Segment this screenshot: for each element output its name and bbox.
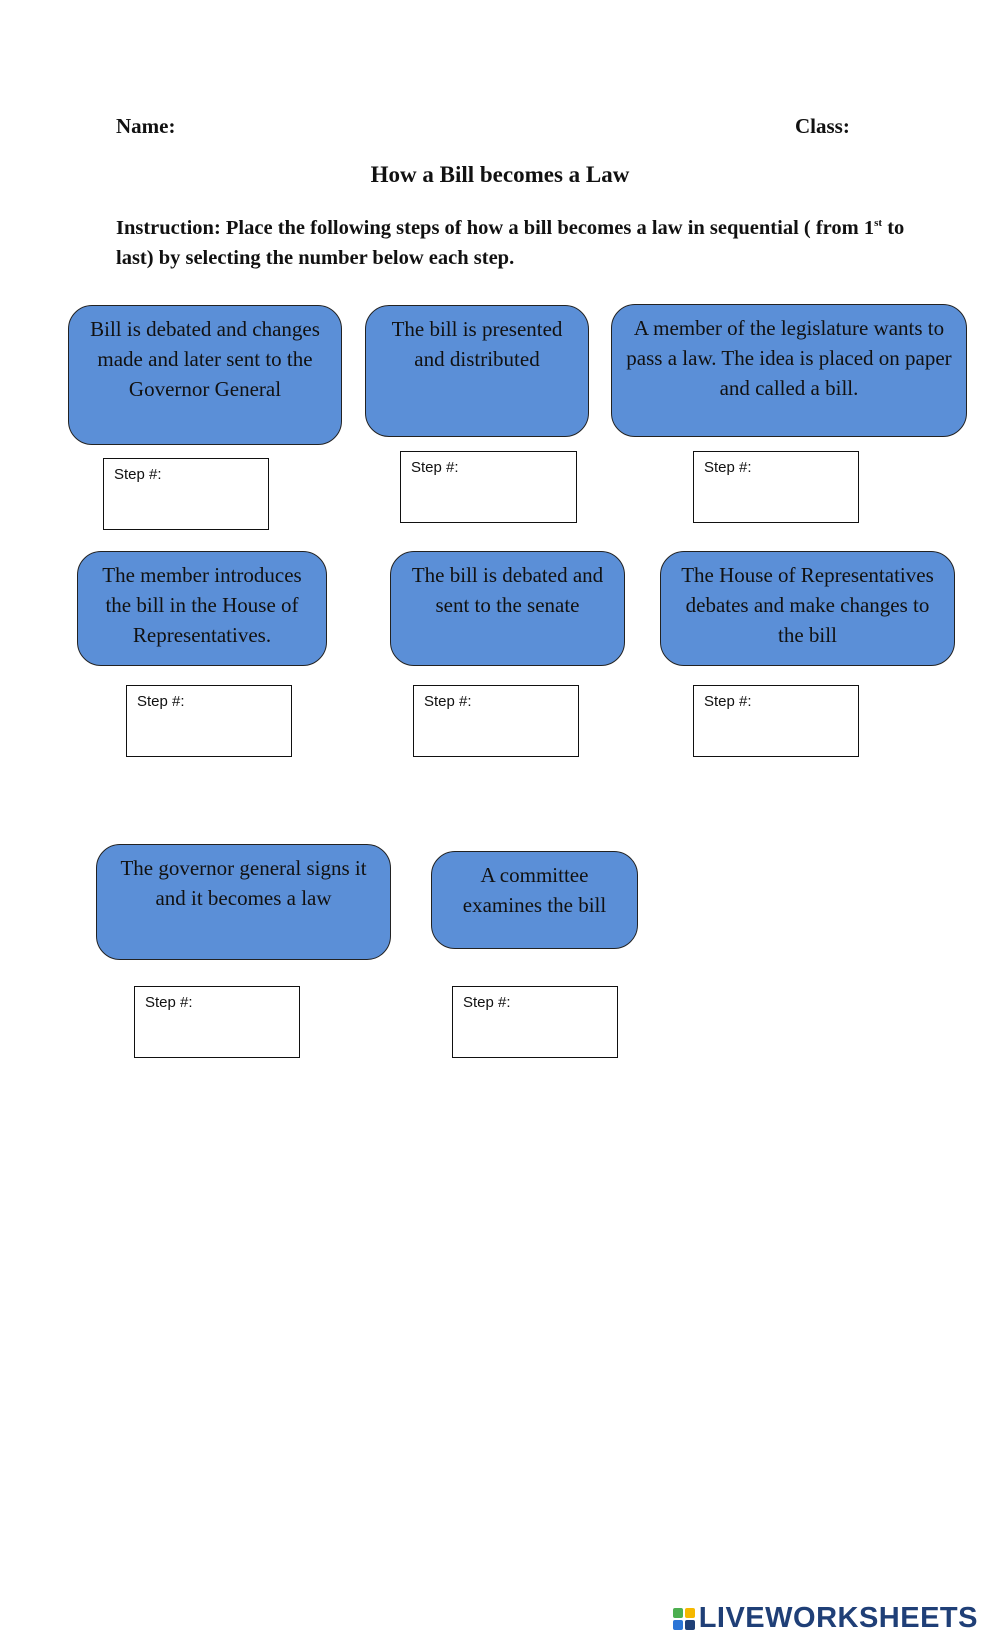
step-number-box[interactable]: Step #:: [413, 685, 579, 757]
step-card: A committee examines the bill: [431, 851, 638, 949]
step-number-box[interactable]: Step #:: [126, 685, 292, 757]
name-label: Name:: [116, 114, 176, 138]
instruction-text: Instruction: Place the following steps o…: [116, 217, 905, 269]
step-number-box[interactable]: Step #:: [452, 986, 618, 1058]
step-label: Step #:: [704, 693, 752, 710]
step-number-box[interactable]: Step #:: [693, 451, 859, 523]
logo-text: LIVEWORKSHEETS: [698, 1602, 978, 1634]
step-card: The member introduces the bill in the Ho…: [77, 551, 327, 666]
step-card: The governor general signs it and it bec…: [96, 844, 391, 960]
step-card: The bill is debated and sent to the sena…: [390, 551, 625, 666]
step-label: Step #:: [424, 693, 472, 710]
step-card: The House of Representatives debates and…: [660, 551, 955, 666]
page-title: How a Bill becomes a Law: [370, 162, 630, 187]
step-label: Step #:: [411, 459, 459, 476]
step-label: Step #:: [137, 693, 185, 710]
step-number-box[interactable]: Step #:: [134, 986, 300, 1058]
logo-mark-icon: [672, 1607, 695, 1630]
step-label: Step #:: [704, 459, 752, 476]
step-number-box[interactable]: Step #:: [693, 685, 859, 757]
step-label: Step #:: [145, 994, 193, 1011]
class-label: Class:: [795, 114, 850, 138]
liveworksheets-logo: LIVEWORKSHEETS: [672, 1602, 978, 1635]
step-card: Bill is debated and changes made and lat…: [68, 305, 342, 445]
step-label: Step #:: [463, 994, 511, 1011]
step-number-box[interactable]: Step #:: [400, 451, 577, 523]
step-label: Step #:: [114, 466, 162, 483]
step-card: The bill is presented and distributed: [365, 305, 589, 437]
step-number-box[interactable]: Step #:: [103, 458, 269, 530]
step-card: A member of the legislature wants to pas…: [611, 304, 967, 437]
